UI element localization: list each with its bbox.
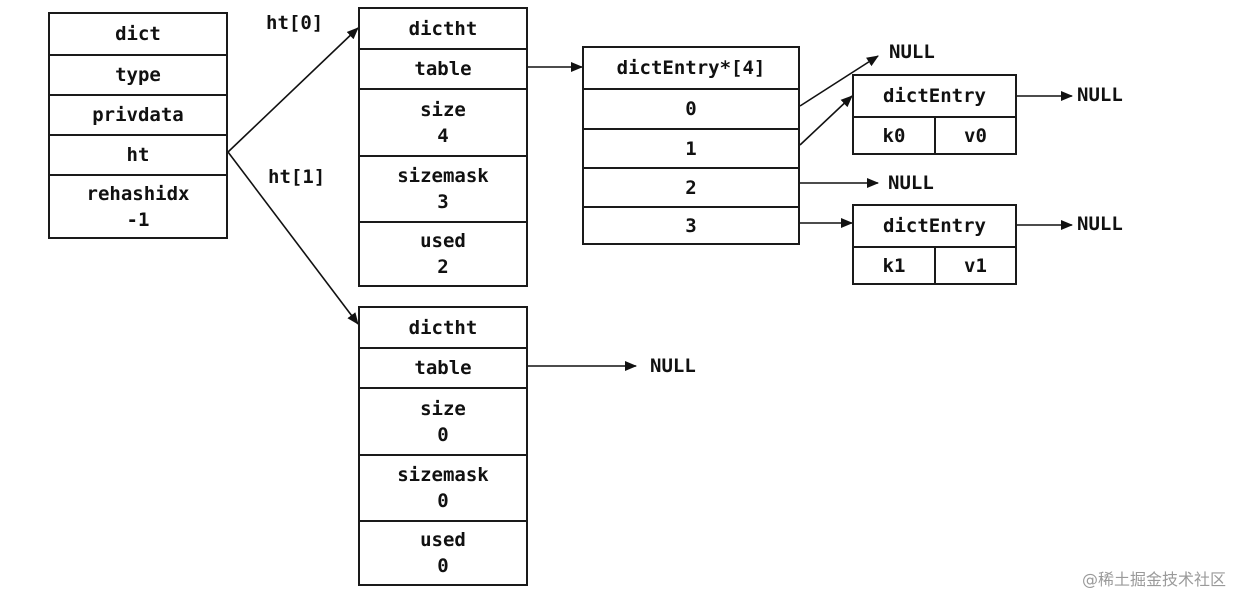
table-slot-1: 1 xyxy=(584,128,798,167)
dict-entry-k0-title: dictEntry xyxy=(883,85,986,107)
arrow-slot1-to-entry0 xyxy=(799,95,853,146)
null-label-ht1-table: NULL xyxy=(650,355,696,377)
table-slot-3: 3 xyxy=(584,206,798,243)
null-label-entry1: NULL xyxy=(1077,213,1123,235)
dict-box: dict type privdata ht rehashidx -1 xyxy=(48,12,228,239)
ht0-used-field: used 2 xyxy=(360,221,526,285)
dict-field-rehashidx: rehashidx -1 xyxy=(50,174,226,237)
table-slot-2: 2 xyxy=(584,167,798,206)
watermark: @稀土掘金技术社区 xyxy=(1081,570,1226,589)
ht0-header: dictht xyxy=(408,17,478,40)
arrow-dict-to-ht0 xyxy=(227,27,359,153)
ht1-used-field: used 0 xyxy=(360,520,526,584)
dict-field-ht: ht xyxy=(50,134,226,174)
dict-entry-k1-key: k1 xyxy=(854,248,936,283)
dict-entry-k0-kv: k0 v0 xyxy=(854,116,1015,153)
dict-entry-k1-kv: k1 v1 xyxy=(854,246,1015,283)
dict-field-type: type xyxy=(50,54,226,94)
dict-entry-k1-value: v1 xyxy=(964,254,987,277)
ht0-size-field: size 4 xyxy=(360,88,526,155)
dict-field-privdata: privdata xyxy=(50,94,226,134)
table-slot-0: 0 xyxy=(584,88,798,128)
dict-field-dict: dict xyxy=(115,23,161,45)
null-label-entry0: NULL xyxy=(1077,84,1123,106)
ht1-table-field: table xyxy=(360,347,526,387)
ht1-arrow-label: ht[1] xyxy=(268,166,326,188)
dict-entry-k1-title: dictEntry xyxy=(883,215,986,237)
ht0-table-field: table xyxy=(360,48,526,88)
arrow-slot0-to-null xyxy=(799,55,879,107)
dictht-ht1-box: dictht table size 0 sizemask 0 used 0 xyxy=(358,306,528,586)
table-array-header: dictEntry*[4] xyxy=(616,57,766,79)
ht0-arrow-label: ht[0] xyxy=(266,12,324,34)
dictht-ht0-box: dictht table size 4 sizemask 3 used 2 xyxy=(358,7,528,287)
ht1-sizemask-field: sizemask 0 xyxy=(360,454,526,520)
table-array-box: dictEntry*[4] 0 1 2 3 xyxy=(582,46,800,245)
ht0-sizemask-field: sizemask 3 xyxy=(360,155,526,221)
dict-entry-k0-value: v0 xyxy=(964,124,987,147)
arrow-dict-to-ht1 xyxy=(227,151,359,325)
null-label-slot0: NULL xyxy=(889,41,935,63)
null-label-slot2: NULL xyxy=(888,172,934,194)
ht1-size-field: size 0 xyxy=(360,387,526,454)
dict-entry-k0-key: k0 xyxy=(854,118,936,153)
dict-entry-k1-box: dictEntry k1 v1 xyxy=(852,204,1017,285)
dict-entry-k0-box: dictEntry k0 v0 xyxy=(852,74,1017,155)
ht1-header: dictht xyxy=(408,316,478,339)
